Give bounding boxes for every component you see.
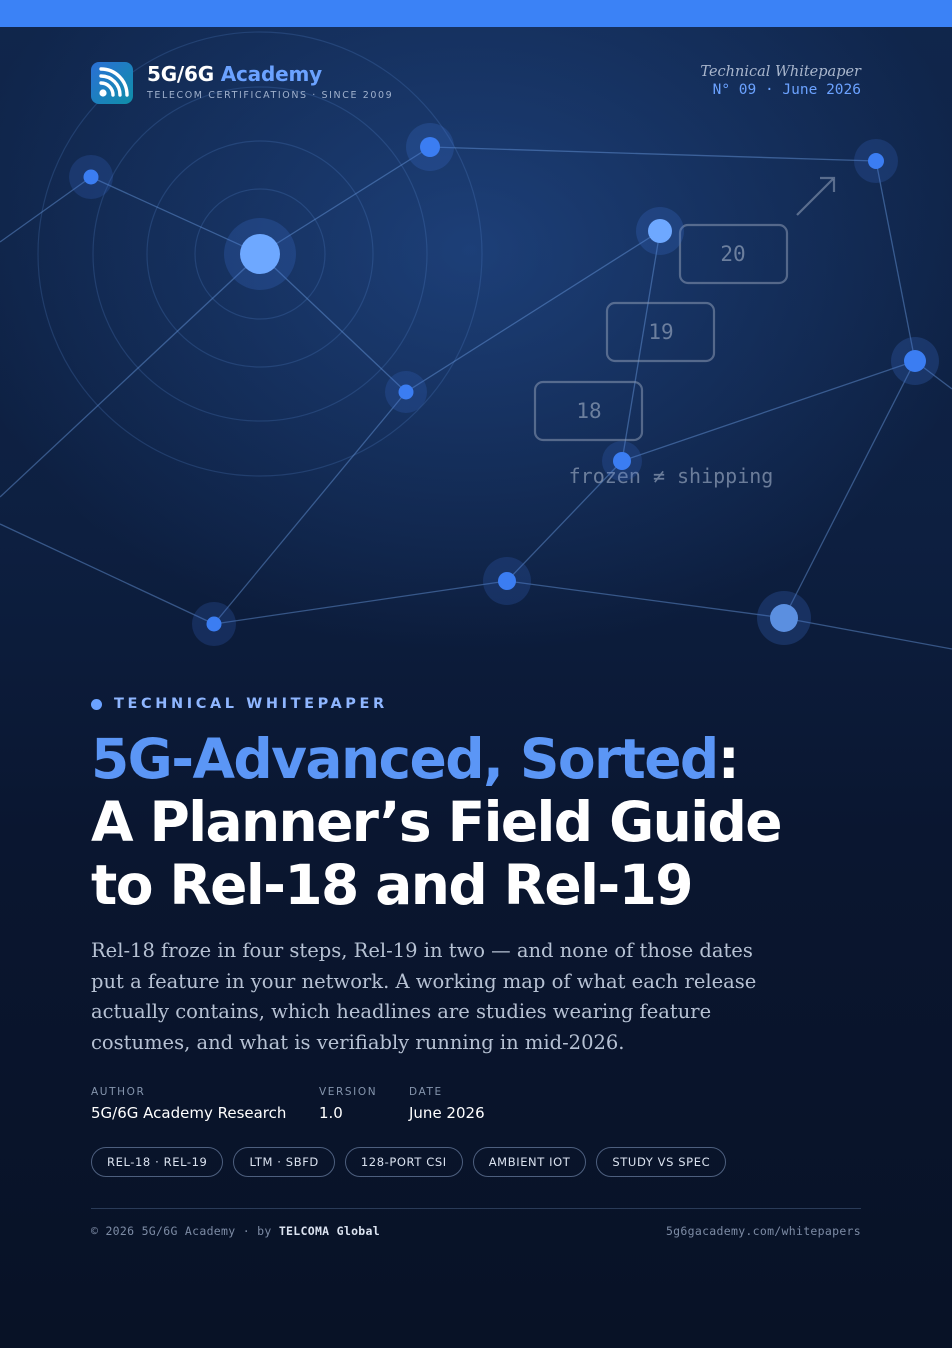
footer-copyright: © 2026 5G/6G Academy · by TELCOMA Global xyxy=(91,1224,380,1238)
release-boxes xyxy=(533,223,789,442)
frozen-shipping-caption: frozen ≠ shipping xyxy=(569,464,774,488)
release-box-18 xyxy=(533,380,644,442)
wifi-signal-icon xyxy=(91,62,133,104)
meta-version-label: VERSION xyxy=(319,1086,378,1098)
concentric-rings xyxy=(37,31,483,477)
lede-paragraph: Rel-18 froze in four steps, Rel-19 in tw… xyxy=(91,939,757,1054)
brand-header[interactable]: 5G/6G Academy TELECOM CERTIFICATIONS · S… xyxy=(91,62,393,104)
brand-name-accent: Academy xyxy=(220,62,322,86)
meta-author: AUTHOR 5G/6G Academy Research xyxy=(91,1086,286,1122)
network-illustration: 20 19 18 frozen ≠ shipping xyxy=(0,31,952,650)
meta-date-value: June 2026 xyxy=(409,1104,485,1122)
meta-date: DATE June 2026 xyxy=(409,1086,485,1122)
network-links xyxy=(0,146,952,650)
tag-rel18-rel19[interactable]: REL-18 · REL-19 xyxy=(91,1147,224,1177)
meta-version: VERSION 1.0 xyxy=(319,1086,377,1122)
top-accent-bar xyxy=(0,0,952,27)
release-label-18: 18 xyxy=(576,399,601,423)
release-box-labels: 20 19 18 xyxy=(576,242,745,423)
issue-kind: Technical Whitepaper xyxy=(700,64,861,80)
tag-ambient-iot[interactable]: AMBIENT IOT xyxy=(472,1147,587,1177)
release-box-19 xyxy=(605,301,716,363)
kicker: TECHNICAL WHITEPAPER xyxy=(91,696,388,712)
tag-128-port-csi[interactable]: 128-PORT CSI xyxy=(344,1147,463,1177)
footer-divider xyxy=(91,1208,861,1209)
release-label-19: 19 xyxy=(648,320,673,344)
release-label-20: 20 xyxy=(720,242,745,266)
footer-url-link[interactable]: 5g6gacademy.com/whitepapers xyxy=(665,1224,861,1238)
tag-ltm-sbfd[interactable]: LTM · SBFD xyxy=(233,1147,335,1177)
footer-publisher: TELCOMA Global xyxy=(278,1224,380,1238)
kicker-text: TECHNICAL WHITEPAPER xyxy=(114,696,388,712)
title-highlight: 5G-Advanced, Sorted xyxy=(91,727,719,791)
page-title: 5G-Advanced, Sorted: A Planner’s Field G… xyxy=(91,728,891,917)
meta-author-value: 5G/6G Academy Research xyxy=(91,1104,287,1122)
brand-name: 5G/6G Academy xyxy=(147,62,322,86)
topic-tags: REL-18 · REL-19 LTM · SBFD 128-PORT CSI … xyxy=(91,1147,736,1177)
release-box-20 xyxy=(678,223,789,285)
tag-study-vs-spec[interactable]: STUDY VS SPEC xyxy=(596,1147,727,1177)
meta-version-value: 1.0 xyxy=(319,1104,343,1122)
issue-info: Technical Whitepaper N° 09 · June 2026 xyxy=(700,64,861,98)
brand-tagline: TELECOM CERTIFICATIONS · SINCE 2009 xyxy=(147,90,394,101)
title-line-3: to Rel-18 and Rel-19 xyxy=(91,853,694,917)
issue-number: N° 09 · June 2026 xyxy=(712,82,861,98)
meta-author-label: AUTHOR xyxy=(91,1086,146,1098)
title-colon: : xyxy=(717,727,740,791)
trend-arrow-icon xyxy=(796,176,836,216)
meta-date-label: DATE xyxy=(409,1086,443,1098)
title-line-2: A Planner’s Field Guide xyxy=(91,790,783,854)
kicker-dot-icon xyxy=(91,698,102,710)
network-nodes xyxy=(69,123,939,646)
